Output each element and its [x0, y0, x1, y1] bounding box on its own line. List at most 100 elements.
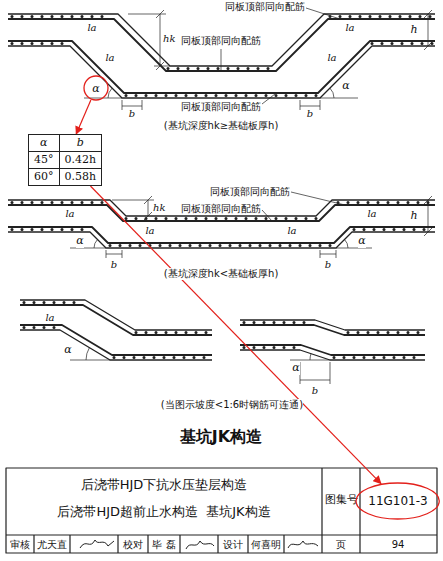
rebar-dot	[43, 301, 46, 304]
rebar-dot	[31, 42, 34, 45]
rebar-dot	[393, 356, 396, 359]
rebar-dot	[235, 217, 238, 220]
rebar-dot	[81, 15, 84, 18]
rebar-dot	[273, 321, 276, 324]
rebar-dot	[285, 94, 288, 97]
rebar-dot	[11, 42, 14, 45]
rebar-dot	[61, 42, 64, 45]
rebar-dot	[175, 331, 178, 334]
rebar-dot	[41, 201, 44, 204]
leader-line	[221, 8, 340, 104]
rebar-dot	[51, 201, 54, 204]
rebar-dot	[391, 42, 394, 45]
title-block-cell: 毕 磊	[152, 539, 175, 551]
rebar-dot	[421, 42, 424, 45]
callout-text: 11G101-3	[368, 494, 427, 508]
rebar-dot	[21, 42, 24, 45]
rebar-note: 同板顶部同向配筋	[181, 35, 261, 47]
angle-label: α	[358, 235, 365, 248]
rebar-dot	[245, 217, 248, 220]
signature	[80, 540, 318, 549]
rebar-dot	[173, 356, 176, 359]
rebar-dot	[101, 15, 104, 18]
rebar-dot	[167, 67, 170, 70]
rebar-dot	[109, 244, 112, 247]
title-block-cell: 尤天直	[37, 539, 67, 551]
rebar-dot	[347, 201, 350, 204]
rebar-dot	[203, 356, 206, 359]
rebar-dot	[185, 217, 188, 220]
rebar-dot	[225, 217, 228, 220]
rebar-dot	[399, 15, 402, 18]
anchorage-label: la	[327, 52, 336, 64]
rebar-note: 同板顶部同向配筋	[181, 101, 261, 113]
rebar-dot	[31, 15, 34, 18]
rebar-dot	[145, 217, 148, 220]
rebar-dot	[363, 356, 366, 359]
rebar-dot	[347, 331, 350, 334]
caption: (基坑深度hk≥基础板厚h)	[164, 120, 279, 132]
rebar-dot	[183, 356, 186, 359]
rebar-dot	[337, 201, 340, 204]
angle-label: α	[292, 362, 299, 375]
rebar-dot	[373, 356, 376, 359]
rebar-dot	[263, 321, 266, 324]
rebar-dot	[71, 201, 74, 204]
rebar-dot	[353, 228, 356, 231]
dimension-label: hk	[163, 33, 176, 45]
rebar-dot	[91, 15, 94, 18]
rebar-dot	[245, 94, 248, 97]
rebar-dot	[71, 228, 74, 231]
angle-label: α	[76, 235, 83, 248]
rebar-dot	[219, 244, 222, 247]
title-block-frame	[6, 468, 437, 553]
rebar-dot	[125, 217, 128, 220]
rebar-dot	[343, 356, 346, 359]
rebar-dot	[119, 244, 122, 247]
rebar-dot	[305, 217, 308, 220]
rebar-dot	[195, 217, 198, 220]
red-circle	[356, 483, 439, 519]
rebar-dot	[195, 331, 198, 334]
rebar-dot	[401, 42, 404, 45]
rebar-dot	[143, 356, 146, 359]
rebar-dot	[377, 201, 380, 204]
dimension-label: b	[111, 259, 117, 271]
rebar-dot	[389, 15, 392, 18]
rebar-dot	[413, 356, 416, 359]
rebar-dot	[207, 67, 210, 70]
rebar-dot	[23, 301, 26, 304]
rebar-dot	[357, 331, 360, 334]
rebar-dot	[339, 15, 342, 18]
callout-circle: α	[83, 75, 109, 101]
rebar-dot	[11, 201, 14, 204]
rebar-dot	[235, 94, 238, 97]
rebar-dot	[403, 356, 406, 359]
rebar-dot	[319, 244, 322, 247]
rebar-dot	[53, 326, 56, 329]
rebar-dot	[269, 244, 272, 247]
rebar-dot	[175, 94, 178, 97]
rebar-dot	[113, 356, 116, 359]
rebar-dot	[367, 331, 370, 334]
rebar-dot	[61, 201, 64, 204]
rebar-dot	[283, 321, 286, 324]
dimension-line	[122, 10, 432, 110]
rebar-dot	[249, 244, 252, 247]
rebar-dot	[133, 356, 136, 359]
rebar-dot	[409, 15, 412, 18]
rebar-dot	[51, 42, 54, 45]
rebar-note: 同板顶部同向配筋	[210, 186, 290, 198]
rebar-dot	[205, 331, 208, 334]
rebar-dot	[237, 67, 240, 70]
rebar-dot	[71, 15, 74, 18]
rebar-dot	[309, 244, 312, 247]
dimension-label: h	[410, 210, 417, 223]
rebar-dot	[407, 201, 410, 204]
rebar-dot	[11, 15, 14, 18]
red-circle	[84, 76, 108, 100]
rebar-dot	[293, 321, 296, 324]
dimension-label: b	[129, 108, 135, 120]
rebar-dot	[371, 42, 374, 45]
rebar-dot	[33, 326, 36, 329]
